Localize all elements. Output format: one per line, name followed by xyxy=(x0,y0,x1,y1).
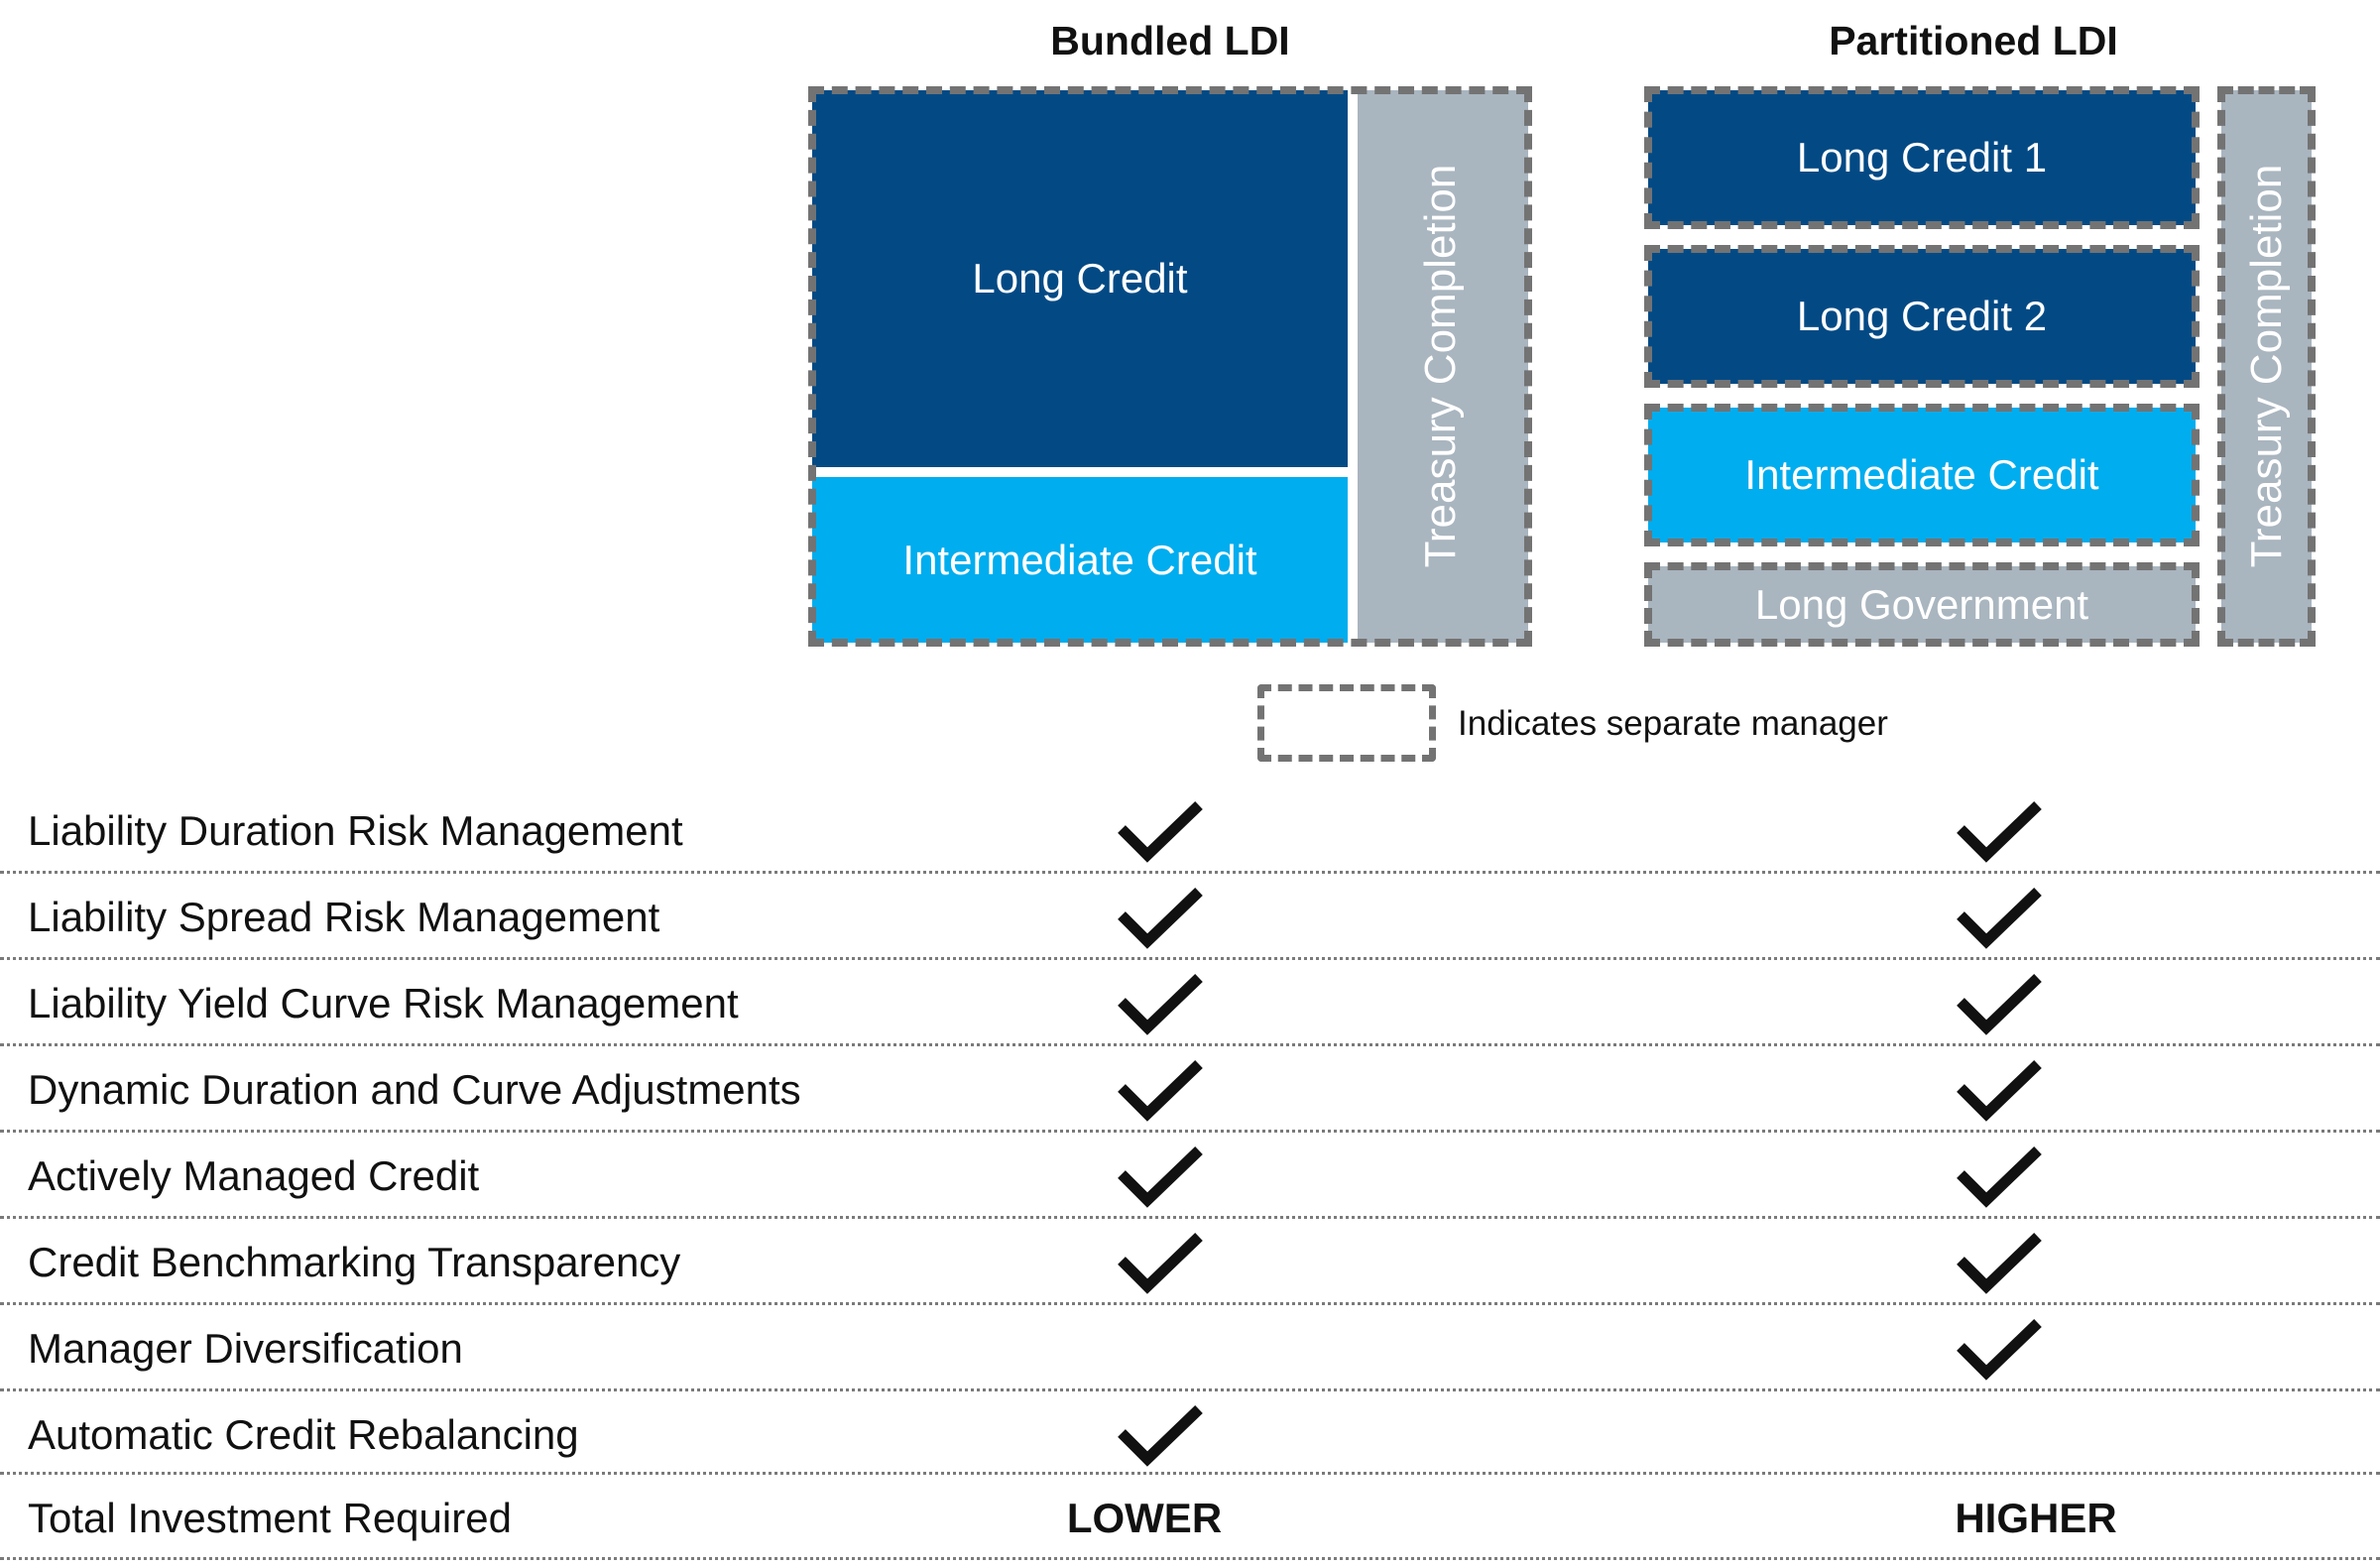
checkmark-icon xyxy=(1955,797,2044,863)
checkmark-icon xyxy=(1955,1229,2044,1294)
partitioned-long-credit-2-label: Long Credit 2 xyxy=(1796,293,2048,339)
partitioned-intermediate-credit-label: Intermediate Credit xyxy=(1744,451,2099,498)
row-label: Dynamic Duration and Curve Adjustments xyxy=(28,1066,801,1113)
partitioned-long-credit-1-block: Long Credit 1 xyxy=(1648,90,2196,225)
bundled-intermediate-credit-block: Intermediate Credit xyxy=(812,477,1348,643)
bundled-total-value: LOWER xyxy=(1066,1495,1223,1541)
checkmark-icon xyxy=(1955,1315,2044,1381)
partitioned-total-value: HIGHER xyxy=(1955,1495,2117,1541)
total-investment-row: Total Investment Required LOWER HIGHER xyxy=(0,1475,2380,1560)
table-row: Liability Duration Risk Management xyxy=(0,787,2380,874)
partitioned-long-government-block: Long Government xyxy=(1648,566,2196,643)
checkmark-icon xyxy=(1955,884,2044,949)
checkmark-icon xyxy=(1116,1229,1205,1294)
partitioned-long-credit-2-block: Long Credit 2 xyxy=(1648,249,2196,384)
bundled-ldi-title: Bundled LDI xyxy=(1050,18,1290,63)
bundled-treasury-completion-block xyxy=(1358,90,1528,643)
checkmark-icon xyxy=(1955,1143,2044,1208)
row-label: Actively Managed Credit xyxy=(28,1152,480,1199)
partitioned-long-government-label: Long Government xyxy=(1754,580,2089,628)
checkmark-icon xyxy=(1116,970,1205,1035)
table-row: Liability Yield Curve Risk Management xyxy=(0,960,2380,1046)
row-label: Liability Yield Curve Risk Management xyxy=(28,980,739,1026)
bundled-treasury-completion-label: Treasury Completion xyxy=(1416,164,1465,568)
bundled-long-credit-label: Long Credit xyxy=(972,255,1188,301)
dashed-box-icon xyxy=(1257,684,1436,762)
table-row: Manager Diversification xyxy=(0,1305,2380,1391)
bundled-long-credit-block: Long Credit xyxy=(812,90,1348,467)
partitioned-long-credit-1-label: Long Credit 1 xyxy=(1796,134,2048,181)
row-label: Automatic Credit Rebalancing xyxy=(28,1411,579,1458)
table-row: Dynamic Duration and Curve Adjustments xyxy=(0,1046,2380,1133)
row-label: Manager Diversification xyxy=(28,1325,463,1372)
checkmark-icon xyxy=(1116,1056,1205,1122)
checkmark-icon xyxy=(1116,884,1205,949)
legend-text: Indicates separate manager xyxy=(1458,704,1888,743)
partitioned-treasury-completion-label: Treasury Completion xyxy=(2242,164,2291,568)
partitioned-treasury-completion-block xyxy=(2221,90,2312,643)
checkmark-icon xyxy=(1955,970,2044,1035)
bundled-intermediate-credit-label: Intermediate Credit xyxy=(902,536,1257,583)
partitioned-ldi-title: Partitioned LDI xyxy=(1829,18,2118,63)
partitioned-intermediate-credit-block: Intermediate Credit xyxy=(1648,408,2196,542)
table-row: Liability Spread Risk Management xyxy=(0,874,2380,960)
checkmark-icon xyxy=(1116,797,1205,863)
table-row: Actively Managed Credit xyxy=(0,1133,2380,1219)
checkmark-icon xyxy=(1955,1056,2044,1122)
checkmark-icon xyxy=(1116,1401,1205,1467)
table-row: Credit Benchmarking Transparency xyxy=(0,1219,2380,1305)
table-row: Automatic Credit Rebalancing xyxy=(0,1391,2380,1475)
row-label: Liability Spread Risk Management xyxy=(28,894,660,940)
checkmark-icon xyxy=(1116,1143,1205,1208)
total-investment-label: Total Investment Required xyxy=(28,1495,512,1541)
row-label: Credit Benchmarking Transparency xyxy=(28,1239,681,1285)
row-label: Liability Duration Risk Management xyxy=(28,807,683,854)
